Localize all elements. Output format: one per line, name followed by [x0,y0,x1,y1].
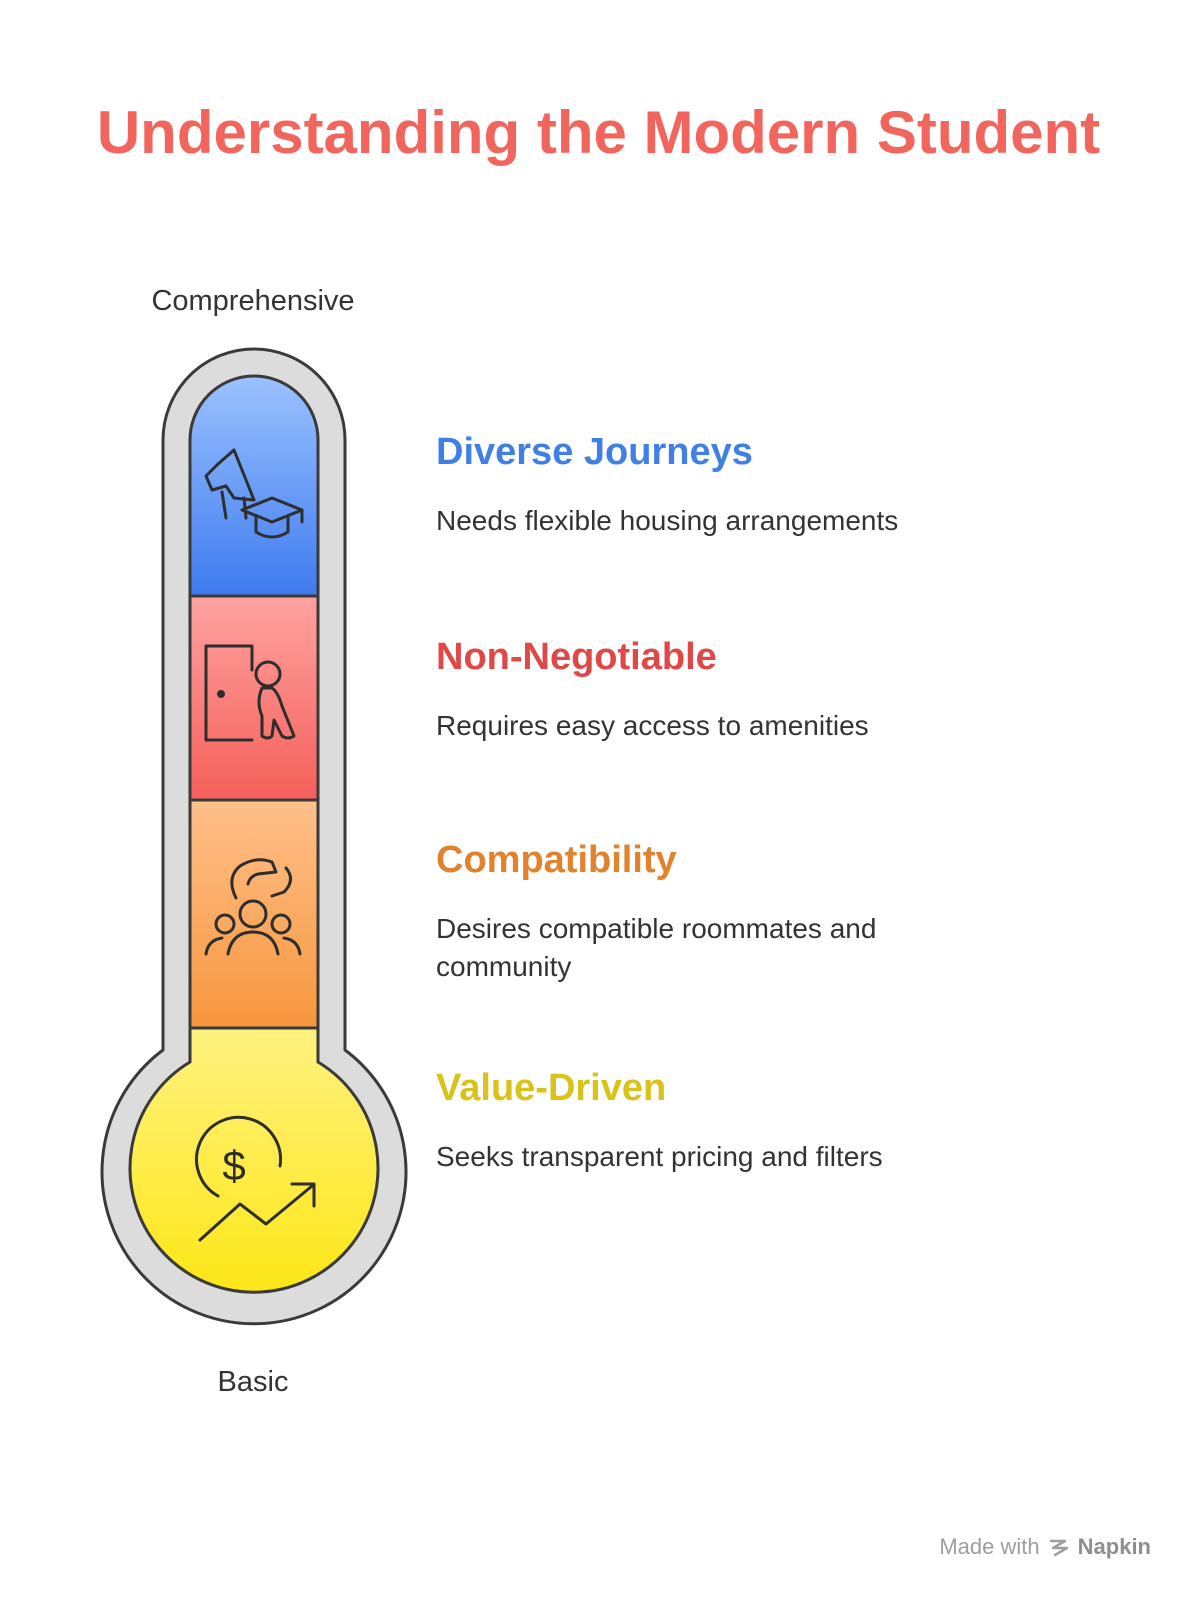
footer-made-with: Made with [939,1534,1040,1559]
dollar-growth-icon: $ [195,1115,316,1242]
item-description: Needs flexible housing arrangements [436,505,899,536]
student-graduation-cap-icon [204,448,304,539]
item-title: Non-Negotiable [436,636,717,678]
community-hand-icon [204,858,302,956]
item-title: Diverse Journeys [436,431,753,473]
item-non-negotiable: Non-Negotiable Requires easy access to a… [436,635,996,745]
page-title: Understanding the Modern Student [96,99,1101,166]
person-at-door-icon [204,644,296,742]
scale-bottom-label: Basic [217,1366,289,1398]
footer-brand: Napkin [1077,1534,1151,1559]
napkin-logo-icon [1049,1539,1068,1557]
item-diverse-journeys: Diverse Journeys Needs flexible housing … [436,430,996,540]
item-description: Requires easy access to amenities [436,710,869,741]
scale-top-label: Comprehensive [151,285,355,317]
footer-watermark: Made with Napkin [939,1534,1151,1560]
item-description: Seeks transparent pricing and filters [436,1141,883,1172]
item-description: Desires compatible roommates and communi… [436,913,877,982]
item-value-driven: Value-Driven Seeks transparent pricing a… [436,1066,996,1176]
svg-text:$: $ [222,1142,245,1189]
item-title: Value-Driven [436,1067,667,1109]
item-title: Compatibility [436,839,677,881]
item-compatibility: Compatibility Desires compatible roommat… [436,838,996,986]
